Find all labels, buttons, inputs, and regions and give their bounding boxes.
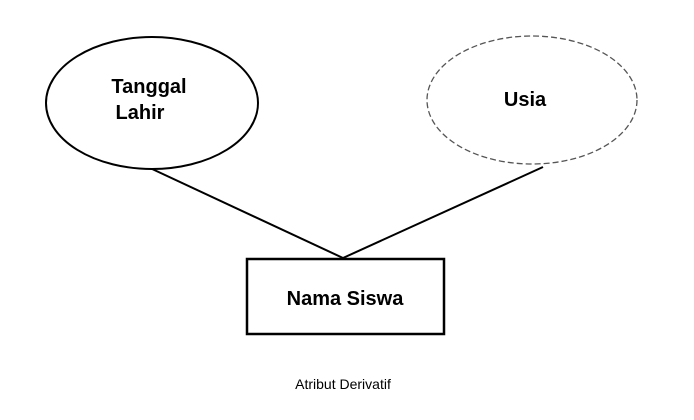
attribute-label: Usia	[504, 89, 547, 111]
attribute-usia-derived: Usia	[426, 35, 638, 165]
attribute-label-line1: Tanggal	[111, 76, 186, 98]
attribute-tanggal-lahir: Tanggal Lahir	[45, 36, 259, 170]
attribute-ellipse-solid	[45, 36, 259, 170]
diagram-caption: Atribut Derivatif	[295, 376, 391, 392]
connector-usia-to-nama-siswa	[342, 166, 544, 259]
connector-tanggal-lahir-to-nama-siswa	[149, 167, 344, 259]
entity-rectangle	[245, 257, 446, 336]
attribute-label-line2: Lahir	[116, 102, 165, 124]
entity-label: Nama Siswa	[287, 288, 405, 310]
entity-nama-siswa: Nama Siswa	[245, 257, 446, 336]
attribute-ellipse-dashed	[426, 35, 638, 165]
